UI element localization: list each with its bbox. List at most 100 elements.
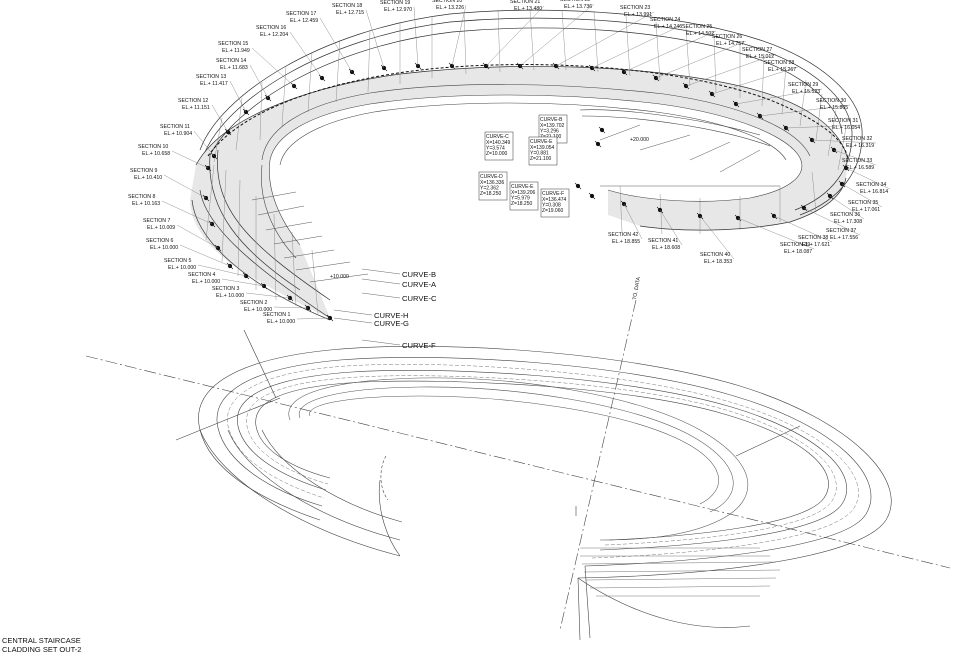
section-leader bbox=[833, 149, 877, 166]
section-label: SECTION 8EL.+ 10.163 bbox=[128, 194, 160, 207]
section-leader bbox=[519, 3, 595, 67]
coordinate-curve-name: CURVE-E bbox=[511, 184, 534, 190]
coordinate-value: X=139.054 bbox=[530, 145, 555, 151]
section-name: SECTION 15 bbox=[218, 41, 248, 47]
coordinate-value: X=136.474 bbox=[542, 197, 567, 203]
section-elevation: EL.+ 11.683 bbox=[220, 65, 248, 71]
section-name: SECTION 39 bbox=[780, 242, 810, 248]
plan-dashed-curves bbox=[227, 364, 859, 559]
coordinate-value: Y=5.979 bbox=[511, 196, 530, 202]
curve-leader bbox=[361, 268, 401, 275]
curve-label: CURVE-G bbox=[374, 319, 409, 328]
coordinate-value: Y=0.881 bbox=[530, 151, 549, 157]
section-elevation: EL.+ 17.061 bbox=[852, 207, 880, 213]
section-leader bbox=[365, 9, 385, 69]
section-name: SECTION 35 bbox=[848, 200, 878, 206]
coordinate-frame bbox=[509, 181, 539, 211]
section-elevation: EL.+ 12.459 bbox=[290, 18, 318, 24]
section-elevation: EL.+ 16.319 bbox=[846, 143, 874, 149]
curve-label: CURVE-C bbox=[402, 294, 437, 303]
section-elevation: EL.+ 10.658 bbox=[142, 151, 170, 157]
curve-label: CURVE-F bbox=[402, 341, 436, 350]
coordinate-curve-name: CURVE-C bbox=[486, 134, 509, 140]
section-leader bbox=[699, 215, 735, 260]
coordinate-value: X=136.336 bbox=[480, 180, 505, 186]
section-leader bbox=[179, 244, 231, 267]
section-name: SECTION 28 bbox=[764, 60, 794, 66]
section-leader bbox=[176, 224, 219, 249]
section-name: SECTION 18 bbox=[332, 3, 362, 9]
coordinate-value: Z=18.250 bbox=[511, 201, 532, 207]
section-leaders bbox=[161, 3, 891, 320]
section-elevation: EL.+ 18.855 bbox=[612, 239, 640, 245]
section-elevation: EL.+ 10.000 bbox=[192, 279, 220, 285]
section-name: SECTION 30 bbox=[816, 98, 846, 104]
section-leader bbox=[759, 104, 851, 117]
section-leader bbox=[245, 292, 291, 299]
node-tick bbox=[594, 140, 602, 148]
section-name: SECTION 42 bbox=[608, 232, 638, 238]
section-leader bbox=[829, 195, 865, 220]
node-tick bbox=[574, 182, 582, 190]
section-name: SECTION 40 bbox=[700, 252, 730, 258]
section-leader bbox=[171, 150, 209, 169]
coordinate-value: Z=19.060 bbox=[542, 208, 563, 214]
elev-mark-1: +10.000 bbox=[330, 274, 349, 280]
section-leader bbox=[161, 200, 213, 225]
section-elevation: EL.+ 12.204 bbox=[260, 32, 288, 38]
plan-inner-curves bbox=[288, 377, 749, 541]
plan-ramp-left bbox=[199, 429, 403, 557]
section-elevation: EL.+ 10.000 bbox=[216, 293, 244, 299]
section-leader bbox=[773, 215, 833, 243]
section-name: SECTION 33 bbox=[842, 158, 872, 164]
coordinate-value: Y=3.574 bbox=[486, 146, 505, 152]
section-elevation: EL.+ 16.054 bbox=[832, 125, 860, 131]
section-elevation: EL.+ 14.757 bbox=[716, 41, 744, 47]
section-elevation: EL.+ 17.556 bbox=[830, 235, 858, 241]
section-leader bbox=[197, 264, 247, 277]
section-leader bbox=[785, 124, 863, 129]
node-tick bbox=[588, 192, 596, 200]
drawing-title-block: CENTRAL STAIRCASE CLADDING SET OUT-2 bbox=[2, 636, 82, 654]
section-leader bbox=[623, 203, 643, 240]
section-label: SECTION 6EL.+ 10.000 bbox=[146, 238, 178, 251]
section-name: SECTION 20 bbox=[432, 0, 462, 4]
section-name: SECTION 23 bbox=[620, 5, 650, 11]
section-node bbox=[588, 192, 596, 200]
coordinate-curve-name: CURVE-F bbox=[542, 191, 564, 197]
section-leader bbox=[163, 174, 207, 199]
section-elevation: EL.+ 10.000 bbox=[244, 307, 272, 313]
coordinate-value: X=139.702 bbox=[540, 123, 565, 129]
section-name: SECTION 41 bbox=[648, 238, 678, 244]
section-elevation: EL.+ 18.087 bbox=[784, 249, 812, 255]
section-name: SECTION 2 bbox=[240, 300, 267, 306]
section-label: SECTION 5EL.+ 10.000 bbox=[164, 258, 196, 271]
coordinate-boxes: CURVE-BX=139.702Y=3.296Z=21.100CURVE-CX=… bbox=[478, 114, 570, 218]
curve-labels: CURVE-BCURVE-ACURVE-CCURVE-HCURVE-GCURVE… bbox=[333, 268, 437, 350]
drawing-subtitle: CLADDING SET OUT-2 bbox=[2, 644, 82, 654]
section-name: SECTION 27 bbox=[742, 47, 772, 53]
curve-leader bbox=[361, 292, 401, 299]
plan-stair-right bbox=[577, 565, 751, 641]
